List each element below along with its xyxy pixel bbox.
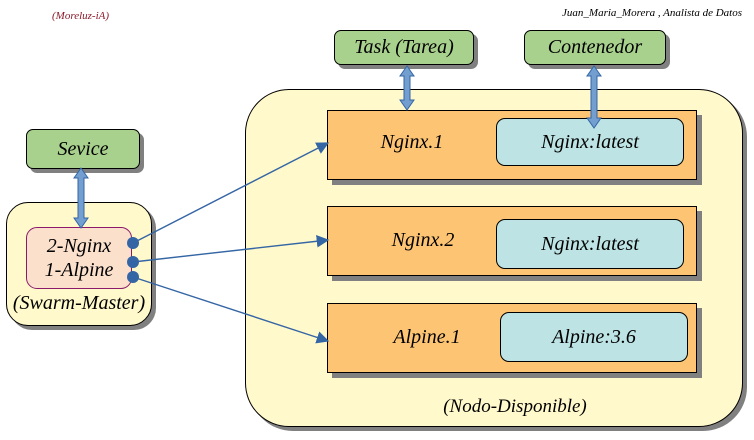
task-row: Nginx.2 Nginx:latest xyxy=(327,206,697,276)
task-row: Alpine.1 Alpine:3.6 xyxy=(327,303,697,373)
brand-label: (Moreluz-iA) xyxy=(52,10,110,22)
available-node-label: (Nodo-Disponible) xyxy=(443,396,587,417)
task-label-box: Task (Tarea) xyxy=(334,30,474,65)
task-name: Nginx.2 xyxy=(391,229,455,251)
container-box: Nginx:latest xyxy=(496,118,684,166)
task-name: Nginx.1 xyxy=(380,131,444,153)
task-row: Nginx.1 Nginx:latest xyxy=(327,110,697,180)
container-name: Alpine:3.6 xyxy=(552,325,636,348)
container-label-box: Contenedor xyxy=(524,30,666,65)
service-label: Sevice xyxy=(57,137,109,160)
author-label: Juan_Maria_Morera , Analista de Datos xyxy=(562,7,742,19)
container-label: Contenedor xyxy=(547,36,643,58)
container-name: Nginx:latest xyxy=(541,232,639,255)
service-label-box: Sevice xyxy=(26,129,140,169)
container-box: Alpine:3.6 xyxy=(500,312,688,362)
container-name: Nginx:latest xyxy=(541,130,639,153)
task-label: Task (Tarea) xyxy=(354,36,454,58)
swarm-master-label: (Swarm-Master) xyxy=(12,292,146,314)
service-item-alpine: 1-Alpine xyxy=(44,259,114,281)
task-name: Alpine.1 xyxy=(393,326,461,348)
container-box: Nginx:latest xyxy=(496,219,684,269)
service-item-nginx: 2-Nginx xyxy=(46,235,112,257)
service-list-box: 2-Nginx 1-Alpine xyxy=(26,227,132,289)
